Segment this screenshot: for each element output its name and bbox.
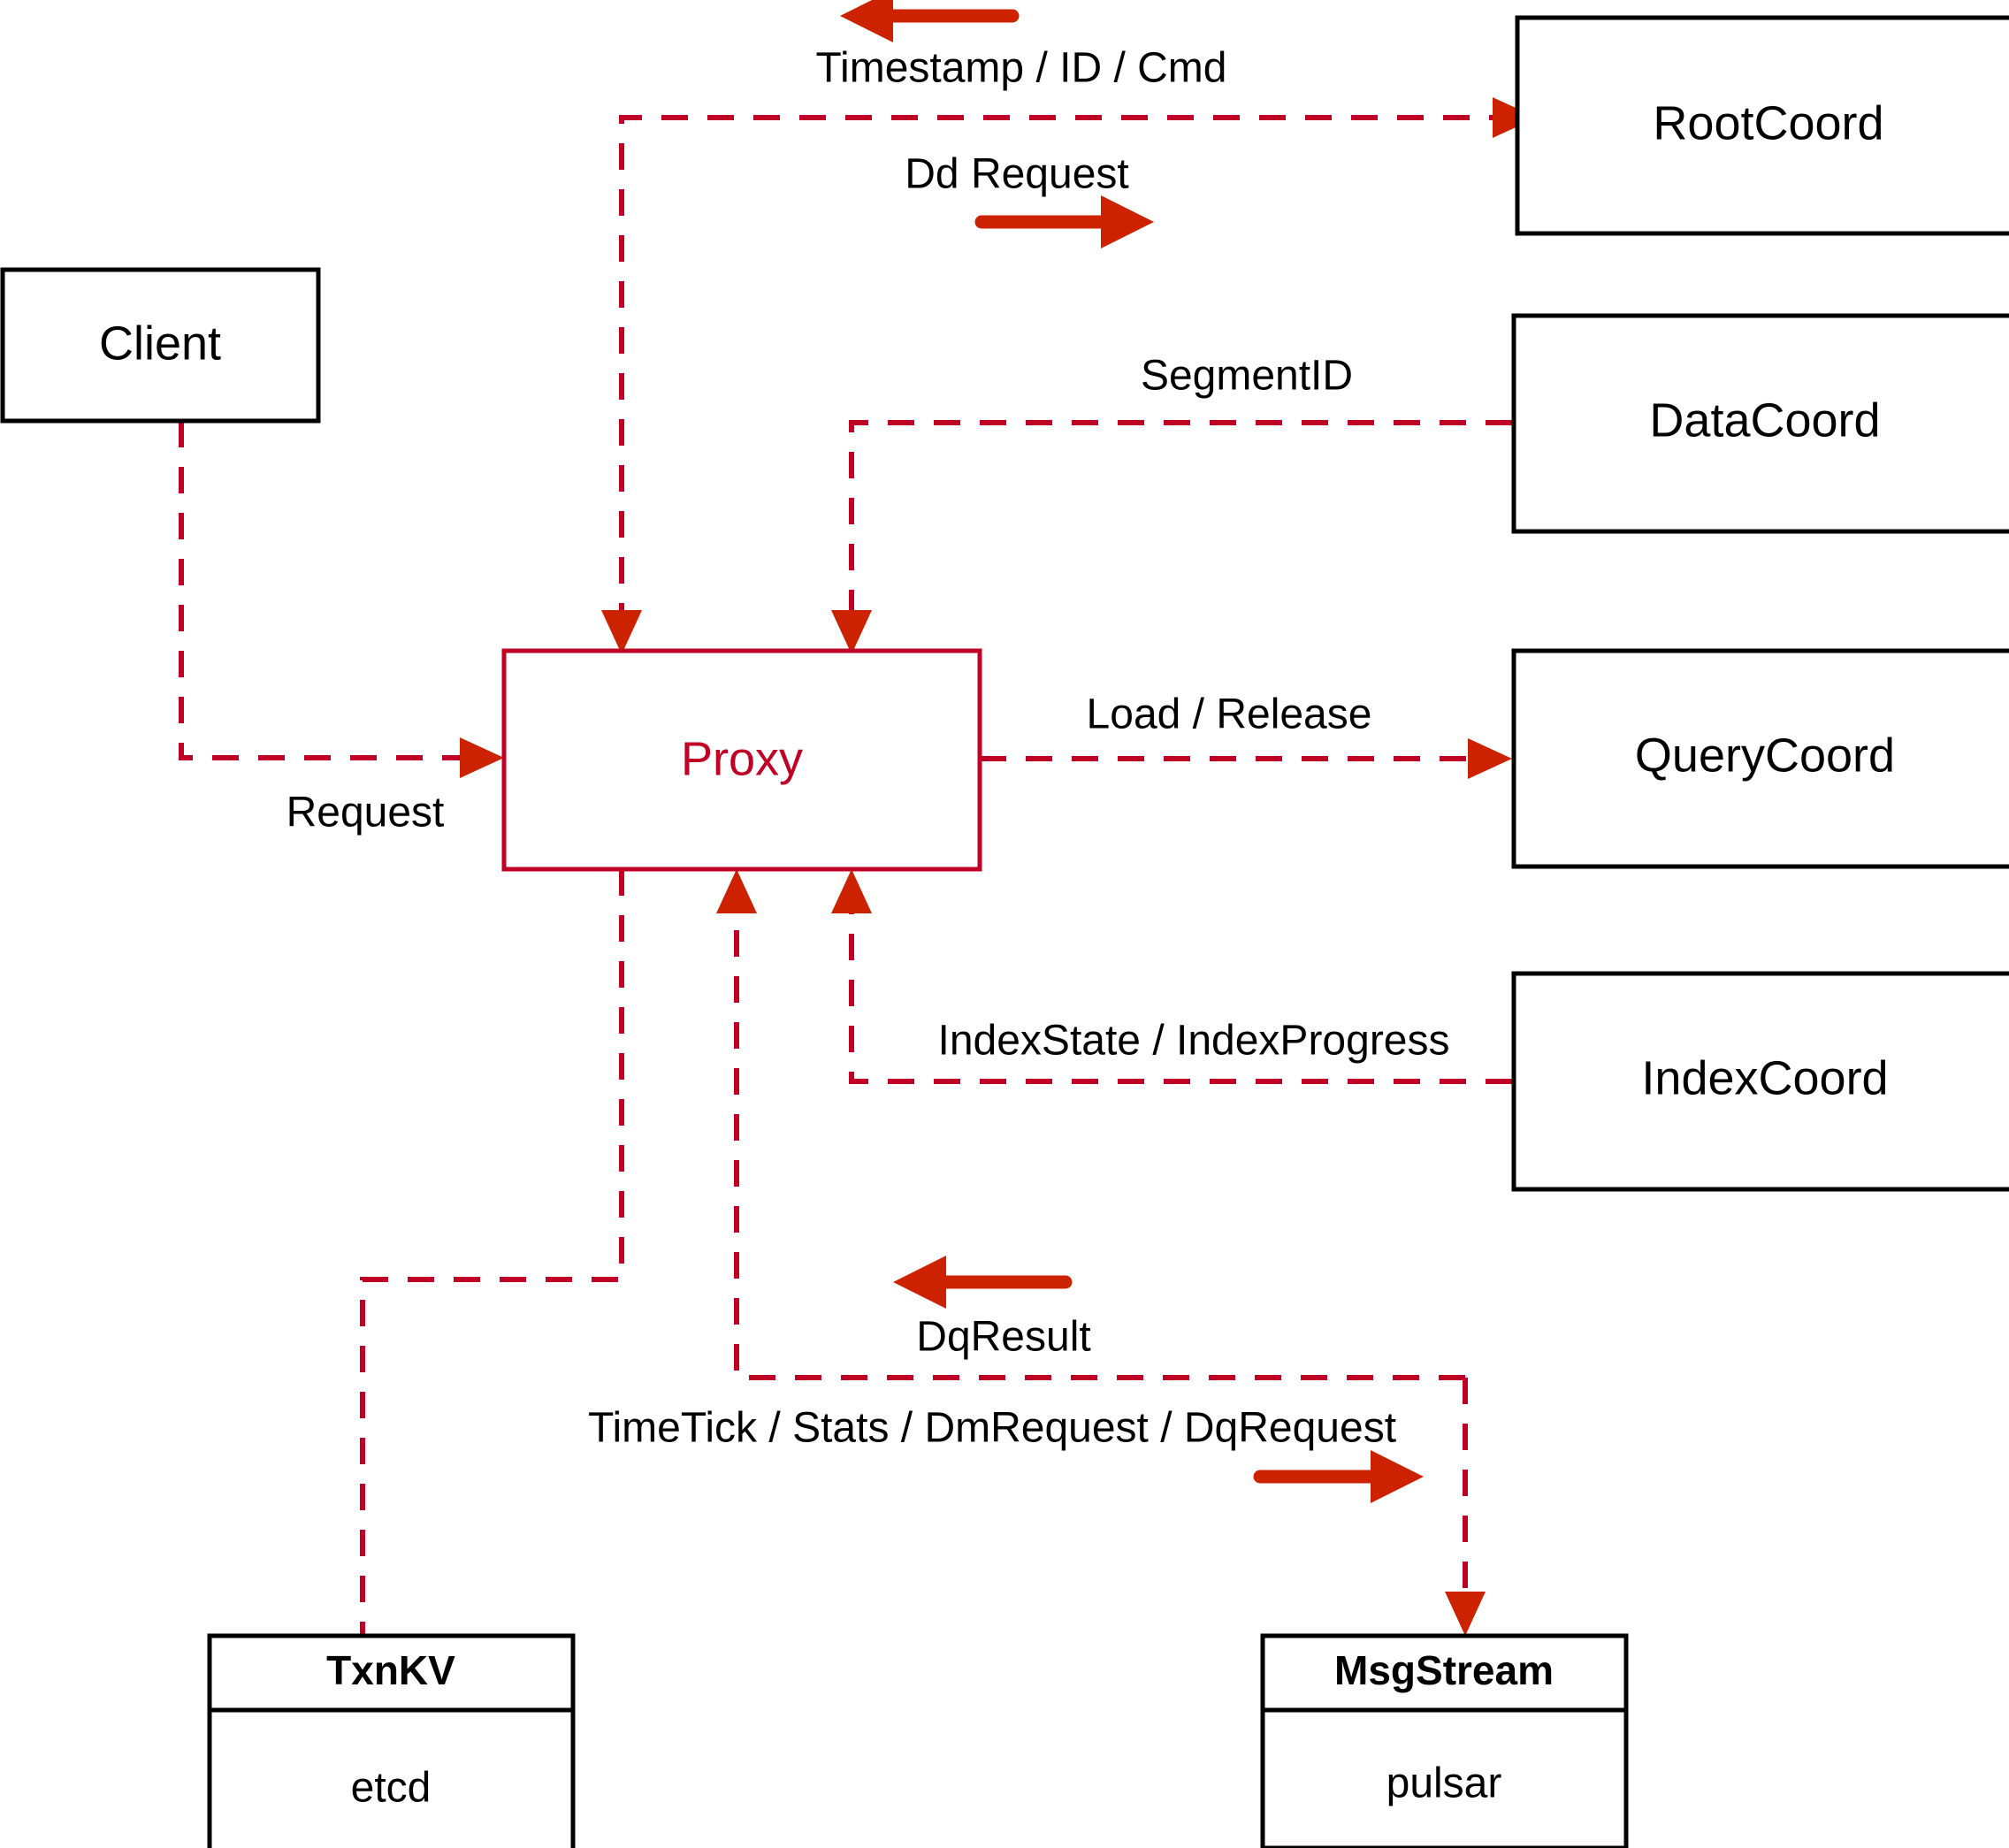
node-querycoord[interactable]: QueryCoord	[1511, 648, 2009, 869]
node-client[interactable]: Client	[0, 267, 321, 424]
edge-label-load-release: Load / Release	[1087, 691, 1372, 738]
node-client-label: Client	[99, 317, 221, 370]
flow-indexcoord-proxy	[831, 869, 1512, 1084]
node-rootcoord[interactable]: RootCoord	[1515, 15, 2009, 236]
edge-label-index-state-progress: IndexState / IndexProgress	[938, 1018, 1450, 1065]
direction-arrow-timestamp-left	[840, 0, 1020, 42]
flow-proxy-querycoord	[980, 738, 1512, 779]
node-txnkv-sublabel: etcd	[351, 1765, 432, 1812]
flow-proxy-msgstream	[1445, 1378, 1486, 1636]
edge-label-dd-request: Dd Request	[905, 151, 1128, 198]
edge-label-dq-result: DqResult	[916, 1314, 1090, 1361]
edge-label-request: Request	[286, 790, 445, 836]
node-indexcoord-label: IndexCoord	[1641, 1051, 1888, 1104]
node-proxy[interactable]: Proxy	[501, 648, 982, 872]
node-rootcoord-label: RootCoord	[1653, 96, 1883, 149]
direction-arrow-timetick-right	[1253, 1450, 1424, 1503]
direction-arrow-ddrequest-right	[974, 195, 1154, 248]
flow-datacoord-proxy	[831, 420, 1512, 654]
flow-client-proxy	[179, 421, 504, 778]
flow-rootcoord-proxy	[601, 97, 1537, 654]
node-proxy-label: Proxy	[681, 732, 803, 785]
node-datacoord[interactable]: DataCoord	[1511, 313, 2009, 534]
edge-label-segment-id: SegmentID	[1141, 353, 1353, 400]
node-msgstream-sublabel: pulsar	[1386, 1760, 1502, 1807]
edge-label-timetick-stats: TimeTick / Stats / DmRequest / DqRequest	[588, 1405, 1396, 1452]
node-txnkv[interactable]: TxnKV etcd	[207, 1633, 576, 1848]
node-querycoord-label: QueryCoord	[1635, 729, 1895, 782]
node-datacoord-label: DataCoord	[1649, 393, 1880, 447]
node-msgstream[interactable]: MsgStream pulsar	[1260, 1633, 1629, 1848]
node-txnkv-label: TxnKV	[326, 1647, 455, 1693]
node-msgstream-label: MsgStream	[1334, 1647, 1554, 1693]
flow-msgstream-proxy	[716, 869, 1465, 1380]
direction-arrow-dqresult-left	[893, 1256, 1073, 1309]
edge-label-timestamp-id-cmd: Timestamp / ID / Cmd	[816, 45, 1227, 92]
flow-proxy-txnkv	[360, 869, 624, 1636]
node-indexcoord[interactable]: IndexCoord	[1511, 971, 2009, 1192]
